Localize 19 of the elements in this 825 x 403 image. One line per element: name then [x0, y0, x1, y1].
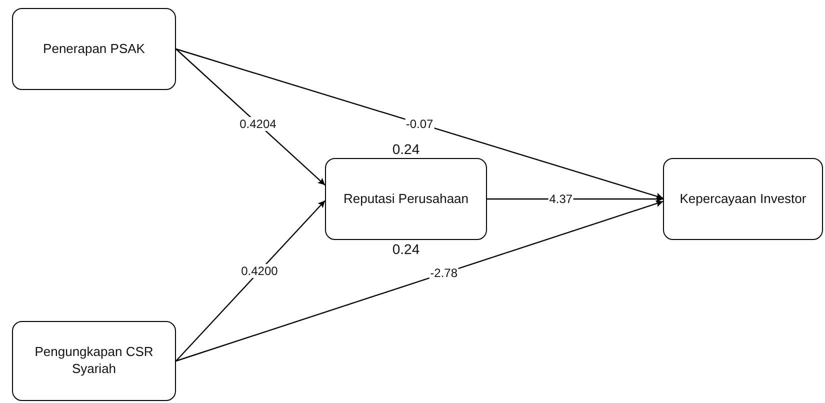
- edge-label: 0.4200: [240, 264, 279, 278]
- r-squared-value: 0.24: [392, 241, 420, 257]
- construct-box: [325, 158, 487, 240]
- arrow: [176, 48, 664, 200]
- node-label: Penerapan PSAK: [42, 40, 146, 58]
- node-label: Kepercayaan Investor: [678, 190, 808, 208]
- edge-label: 4.37: [548, 192, 574, 206]
- construct-box: [663, 158, 823, 240]
- edge-label: 0.4204: [238, 116, 278, 131]
- edge-label: -0.07: [404, 116, 434, 131]
- edge-label: -2.78: [429, 266, 459, 280]
- arrow: [176, 200, 326, 362]
- r-squared-value: 0.24: [392, 141, 420, 157]
- node-label: Reputasi Perusahaan: [342, 190, 470, 208]
- construct-box: [12, 321, 176, 401]
- construct-box: [12, 8, 176, 90]
- node-label: Pengungkapan CSR Syariah: [34, 344, 154, 378]
- arrow: [176, 200, 664, 362]
- arrow: [176, 48, 326, 186]
